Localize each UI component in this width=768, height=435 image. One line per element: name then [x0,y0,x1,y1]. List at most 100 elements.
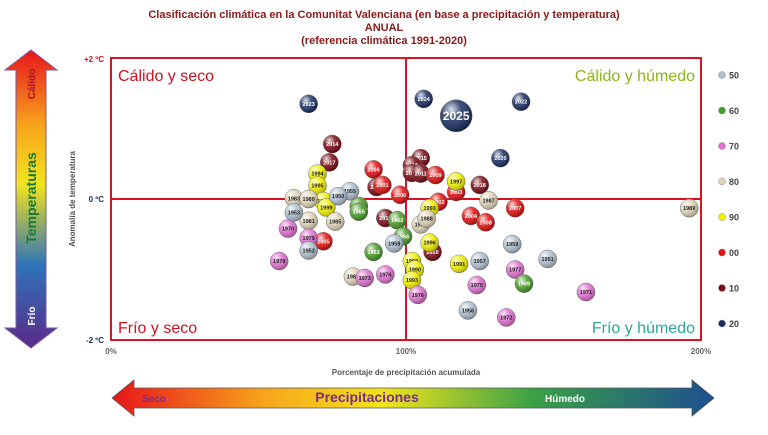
year-point-shine [497,308,516,327]
year-point: 1980 [299,189,318,209]
year-point-shine [349,202,368,221]
year-point-label: 1993 [406,278,418,284]
y-tick-middle: 0 ºC [89,195,105,204]
year-point-label: 1979 [303,236,315,242]
year-point-label: 2006 [367,167,379,173]
year-point-shine [506,199,525,218]
year-point: 1978 [269,251,289,271]
year-point: 1989 [679,198,699,218]
year-point: 1981 [299,211,318,231]
year-point-label: 2014 [326,142,339,148]
year-point-label: 1993 [423,206,435,212]
temperature-bar-title: Temperaturas [23,152,39,244]
year-point-shine [461,206,480,225]
year-point-label: 1962 [391,218,403,224]
year-point-label: 2005 [317,239,329,245]
legend-marker [718,177,726,186]
year-point: 1985 [325,212,345,231]
quadrant-warm-dry: Cálido y seco [118,68,214,85]
year-point-shine [317,198,336,217]
year-point: 2017 [320,153,339,172]
year-point-shine [417,209,436,228]
year-point: 1952 [299,241,318,260]
year-point-label: 1966 [397,234,409,240]
legend-label: 50 [729,71,739,81]
year-point: 2009 [426,165,445,185]
year-point-shine [326,212,345,231]
year-point-shine [426,166,445,185]
year-point: 1971 [576,282,596,302]
year-point: 2024 [414,89,433,109]
legend-marker [718,319,726,328]
year-point-label: 1963 [367,250,379,256]
year-point-shine [447,172,466,191]
year-point-label: 2020 [494,156,506,162]
year-point-label: 2000 [394,193,406,199]
temperature-scale-arrow: Temperaturas Cálido Frío [3,49,59,349]
year-point-shine [284,189,303,208]
precipitation-scale-arrow: Precipitaciones Seco Húmedo [111,379,715,417]
year-point-shine [329,187,348,206]
temperature-bar-bottom: Frío [27,307,38,326]
year-point-shine [450,254,469,273]
legend-marker [718,248,726,257]
year-point-label: 1980 [303,197,315,203]
year-point: 2011 [411,164,430,183]
year-point: 1970 [278,219,298,238]
legend-label: 70 [729,142,739,152]
precipitation-bar-title: Precipitaciones [315,389,419,405]
chart-title-line-3: (referencia climática 1991-2020) [301,35,467,47]
year-point-label: 2002 [432,200,444,206]
legend-label: 80 [729,177,739,187]
legend-label: 20 [729,319,739,329]
year-point-shine [279,219,297,238]
year-point: 2023 [299,94,318,114]
year-point: 1956 [458,301,478,320]
year-point-shine [388,211,407,230]
quadrant-warm-wet: Cálido y húmedo [575,68,695,85]
year-point-label: 1970 [282,227,294,233]
x-tick-0: 0% [105,347,117,356]
y-tick-top: +2 ºC [84,55,104,64]
year-point: 2004 [461,206,481,226]
year-point-label: 1978 [273,259,285,265]
legend-label: 00 [729,248,739,258]
year-point: 2005 [314,232,333,251]
quadrant-cold-dry: Frío y seco [118,320,197,337]
year-point-label: 1999 [320,205,332,211]
year-point-shine [503,235,522,254]
year-point-shine [515,274,533,293]
year-point-shine [440,99,473,132]
year-point-shine [299,228,318,247]
year-point-shine [414,89,433,108]
year-point-label: 2013 [379,216,391,222]
year-point: 1977 [505,260,525,279]
year-point: 1953 [284,203,304,222]
x-tick-200: 200% [691,347,711,356]
year-point: 2001 [373,175,392,195]
year-point: 1959 [502,234,522,254]
year-point: 1972 [497,308,516,327]
year-point-label: 2008 [480,220,492,226]
year-point-label: 1974 [379,272,392,278]
legend-marker [718,71,726,79]
year-point: 1969 [514,274,534,293]
year-point: 2022 [511,92,531,111]
year-point-label: 1976 [412,293,424,299]
year-point: 1988 [417,209,436,228]
year-point-label: 1951 [541,257,553,263]
year-point-shine [299,241,318,260]
y-axis-label: Anomalía de temperatura [68,150,77,247]
year-point-label: 1997 [450,179,462,185]
year-point-shine [385,234,404,253]
year-point-label: 2017 [323,160,335,166]
year-point-shine [680,199,699,218]
legend-marker [718,213,726,221]
legend-marker [718,106,726,115]
year-point-label: 1953 [288,210,300,216]
precipitation-bar-left: Seco [142,394,166,405]
year-point-label: 2025 [443,109,470,123]
year-point-label: 1984 [347,275,360,281]
year-point-shine [470,175,489,194]
